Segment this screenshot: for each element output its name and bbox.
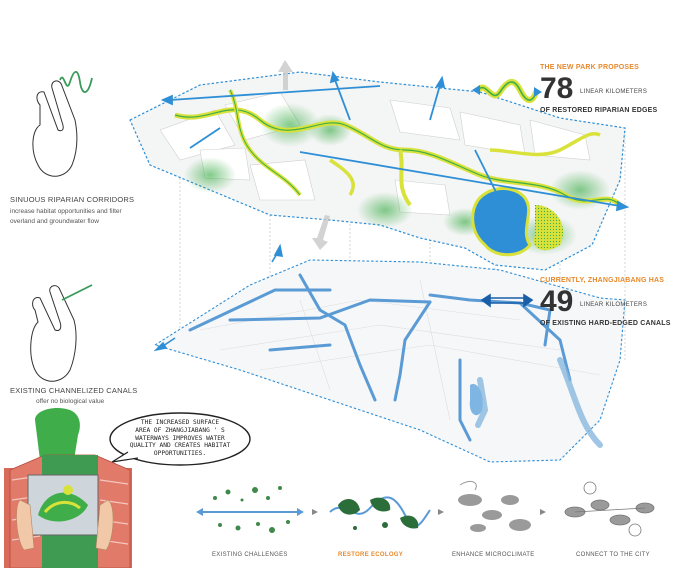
new-park-unit: LINEAR KILOMETERS xyxy=(580,89,648,95)
bubble-line-3: WATERWAYS IMPROVES WATER xyxy=(135,434,225,442)
two-finger-straight-gesture-icon xyxy=(30,284,93,382)
new-park-heading: THE NEW PARK PROPOSES xyxy=(540,64,639,71)
bubble-line-2: AREA OF ZHANGJIABANG ' S xyxy=(135,426,225,434)
person-illustration xyxy=(4,408,132,568)
bubble-line-5: OPPORTUNITIES. xyxy=(153,450,207,457)
double-arrow-icon xyxy=(480,293,534,308)
channelized-canals-line1: offer no biological value xyxy=(36,398,105,405)
riparian-corridors-title: SINUOUS RIPARIAN CORRIDORS xyxy=(10,195,135,204)
speech-bubble xyxy=(109,412,251,466)
new-park-number: 78 xyxy=(540,72,574,105)
channelized-canals-title: EXISTING CHANNELIZED CANALS xyxy=(10,386,138,395)
riparian-wave-icon xyxy=(472,79,542,103)
step-label-existing-challenges: EXISTING CHALLENGES xyxy=(212,552,288,558)
proposed-park-layer xyxy=(129,60,630,271)
chevron-right-icon xyxy=(540,509,546,515)
process-timeline xyxy=(196,480,655,537)
speech-bubble-text: THE INCREASED SURFACE AREA OF ZHANGJIABA… xyxy=(118,419,242,458)
step-existing-challenges-graphic xyxy=(196,486,304,533)
current-heading: CURRENTLY, ZHANGJIABANG HAS xyxy=(540,277,665,284)
step-label-enhance-microclimate: ENHANCE MICROCLIMATE xyxy=(452,552,535,558)
step-enhance-microclimate-graphic xyxy=(458,480,531,532)
two-finger-wavy-gesture-icon xyxy=(32,70,93,177)
step-restore-ecology-graphic xyxy=(329,496,431,530)
chevron-right-icon xyxy=(438,509,444,515)
bubble-line-1: THE INCREASED SURFACE xyxy=(140,419,220,426)
step-label-connect-city: CONNECT TO THE CITY xyxy=(576,552,650,558)
bubble-line-4: QUALITY AND CREATES HABITAT xyxy=(129,442,231,450)
existing-canals-layer xyxy=(153,243,626,463)
chevron-right-icon xyxy=(312,509,318,515)
riparian-corridors-line2: overland and groundwater flow xyxy=(10,218,99,225)
new-park-caption: OF RESTORED RIPARIAN EDGES xyxy=(540,107,658,114)
current-caption: OF EXISTING HARD-EDGED CANALS xyxy=(540,320,671,327)
current-unit: LINEAR KILOMETERS xyxy=(580,302,648,308)
step-connect-city-graphic xyxy=(564,481,655,537)
riparian-corridors-line1: increase habitat opportunities and filte… xyxy=(10,208,122,215)
current-number: 49 xyxy=(540,285,574,318)
step-label-restore-ecology: RESTORE ECOLOGY xyxy=(338,552,404,558)
